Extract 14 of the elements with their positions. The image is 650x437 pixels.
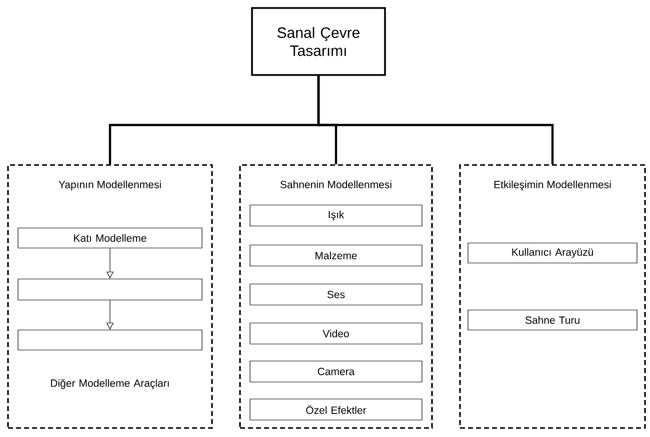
item-box: Kullanıcı Arayüzü — [468, 242, 638, 264]
item-box: Özel Efektler — [250, 398, 422, 420]
item-box: Ses — [250, 284, 422, 306]
note-text: Diğer Modelleme Araçları — [51, 379, 169, 389]
item-box: Katı Modelleme — [18, 228, 202, 248]
item-box: Camera — [250, 360, 422, 382]
title-box: Sanal Çevre Tasarımı — [251, 7, 386, 76]
item-box: Malzeme — [250, 244, 422, 266]
item-box — [18, 278, 202, 300]
tree-connector — [317, 76, 554, 164]
item-box: Video — [250, 322, 422, 344]
item-box: Sahne Turu — [468, 310, 638, 330]
item-box — [18, 330, 202, 350]
item-box: Işık — [250, 204, 422, 226]
